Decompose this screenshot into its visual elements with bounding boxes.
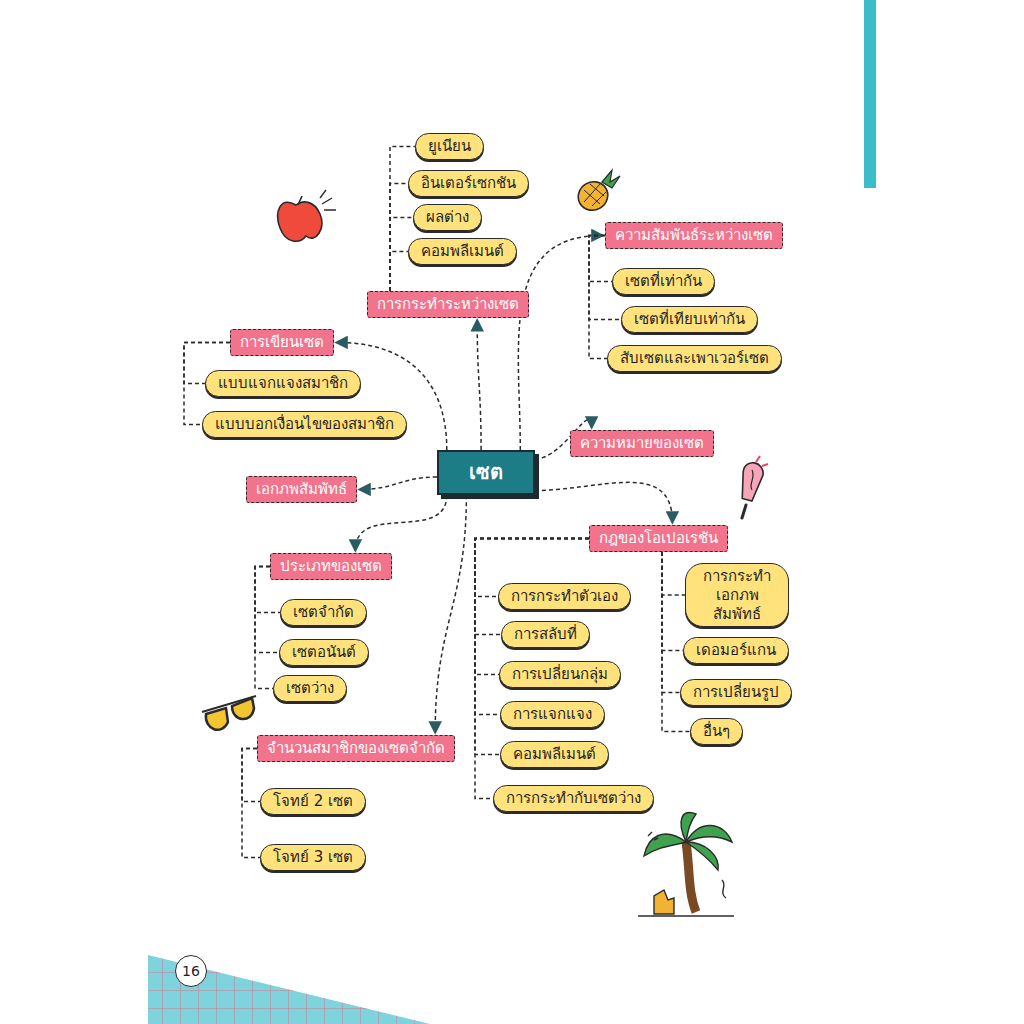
subtopic-pill: สับเซตและเพาเวอร์เซต — [607, 345, 782, 372]
topic-box: การเขียนเซต — [230, 329, 334, 356]
connector — [662, 552, 685, 595]
popsicle — [736, 456, 768, 518]
node-text: เซตที่เทียบเท่ากัน — [634, 310, 745, 329]
node-text: จำนวนสมาชิกของเซตจำกัด — [267, 739, 445, 758]
node-text: การกระทำตัวเอง — [511, 587, 618, 606]
topic-box: ประเภทของเซต — [270, 553, 392, 580]
node-text: เซต — [469, 460, 503, 485]
node-text: การกระทำ เอกภพสัมพัทธ์ — [698, 567, 776, 623]
topic-box: ความหมายของเซต — [570, 430, 714, 457]
pineapple — [573, 170, 620, 216]
connector — [390, 183, 408, 291]
node-text: สับเซตและเพาเวอร์เซต — [620, 349, 769, 368]
connector — [242, 748, 260, 857]
node-text: คอมพลีเมนต์ — [421, 242, 504, 261]
topic-box: จำนวนสมาชิกของเซตจำกัด — [257, 735, 455, 762]
node-text: การแจกแจง — [513, 705, 592, 724]
node-text: ผลต่าง — [426, 208, 469, 227]
connector — [355, 495, 446, 550]
subtopic-pill: เซตอนันต์ — [279, 639, 369, 666]
central-topic: เซต — [437, 450, 535, 495]
node-text: เซตที่เท่ากัน — [625, 272, 702, 291]
subtopic-pill: การกระทำตัวเอง — [498, 583, 631, 610]
subtopic-pill: เซตว่าง — [273, 675, 347, 702]
node-text: โจทย์ 3 เซต — [273, 848, 353, 867]
connector — [475, 538, 589, 714]
connector — [390, 146, 415, 291]
node-text: การเปลี่ยนกลุ่ม — [512, 665, 608, 684]
connector — [477, 321, 481, 450]
subtopic-pill: การกระทำกับเซตว่าง — [493, 785, 654, 812]
subtopic-pill: ผลต่าง — [413, 204, 482, 231]
subtopic-pill: เซตที่เทียบเท่ากัน — [621, 306, 758, 333]
subtopic-pill: เซตที่เท่ากัน — [612, 268, 715, 295]
node-text: การเขียนเซต — [240, 333, 324, 352]
subtopic-pill: โจทย์ 2 เซต — [260, 788, 366, 815]
sunglasses — [202, 696, 256, 730]
subtopic-pill: การแจกแจง — [500, 701, 605, 728]
node-text: ความหมายของเซต — [580, 434, 704, 453]
subtopic-pill: การเปลี่ยนกลุ่ม — [499, 661, 621, 688]
connector — [360, 477, 437, 489]
subtopic-pill: คอมพลีเมนต์ — [408, 238, 517, 265]
connector — [662, 552, 680, 693]
node-text: แบบแจกแจงสมาชิก — [218, 374, 348, 393]
topic-box: การกระทำระหว่างเซต — [367, 291, 529, 318]
node-text: อื่นๆ — [703, 722, 730, 741]
node-text: เซตว่าง — [286, 679, 334, 698]
subtopic-pill: อินเตอร์เซกชัน — [408, 170, 529, 197]
node-text: โจทย์ 2 เซต — [273, 792, 353, 811]
palm-tree — [638, 812, 734, 916]
node-text: ยูเนียน — [428, 137, 471, 156]
node-text: เดอมอร์แกน — [696, 641, 776, 660]
apple — [278, 190, 336, 241]
page-number: 16 — [175, 955, 207, 987]
node-text: เซตอนันต์ — [292, 643, 356, 662]
connector — [390, 251, 408, 291]
connector — [662, 552, 683, 651]
node-text: คอมพลีเมนต์ — [513, 745, 596, 764]
node-text: เอกภพสัมพัทธ์ — [256, 480, 347, 499]
subtopic-pill: แบบบอกเงื่อนไขของสมาชิก — [202, 411, 407, 438]
node-text: เซตจำกัด — [293, 603, 354, 622]
subtopic-pill: โจทย์ 3 เซต — [260, 844, 366, 871]
topic-box: เอกภพสัมพัทธ์ — [246, 476, 357, 503]
corner-band — [148, 955, 430, 1024]
node-text: การกระทำระหว่างเซต — [377, 295, 519, 314]
node-text: การกระทำกับเซตว่าง — [506, 789, 641, 808]
subtopic-pill: ยูเนียน — [415, 133, 484, 160]
node-text: กฎของโอเปอเรชัน — [599, 529, 718, 548]
node-text: อินเตอร์เซกชัน — [421, 174, 516, 193]
subtopic-pill: อื่นๆ — [690, 718, 743, 745]
connector — [589, 235, 607, 358]
connector — [535, 482, 672, 522]
subtopic-pill: คอมพลีเมนต์ — [500, 741, 609, 768]
subtopic-pill: การกระทำ เอกภพสัมพัทธ์ — [685, 563, 789, 627]
node-text: การสลับที่ — [514, 625, 577, 644]
connector — [435, 495, 466, 732]
subtopic-pill: เดอมอร์แกน — [683, 637, 789, 664]
corner-grid — [148, 955, 430, 1024]
node-text: แบบบอกเงื่อนไขของสมาชิก — [215, 415, 394, 434]
subtopic-pill: เซตจำกัด — [280, 599, 367, 626]
node-text: ความสัมพันธ์ระหว่างเซต — [615, 226, 773, 245]
subtopic-pill: การเปลี่ยนรูป — [680, 679, 792, 706]
connector — [518, 235, 602, 450]
topic-box: กฎของโอเปอเรชัน — [589, 525, 728, 552]
node-text: การเปลี่ยนรูป — [693, 683, 779, 702]
node-text: ประเภทของเซต — [280, 557, 382, 576]
side-bar — [864, 0, 876, 188]
subtopic-pill: การสลับที่ — [501, 621, 590, 648]
connector — [255, 566, 273, 688]
topic-box: ความสัมพันธ์ระหว่างเซต — [605, 222, 783, 249]
subtopic-pill: แบบแจกแจงสมาชิก — [205, 370, 361, 397]
